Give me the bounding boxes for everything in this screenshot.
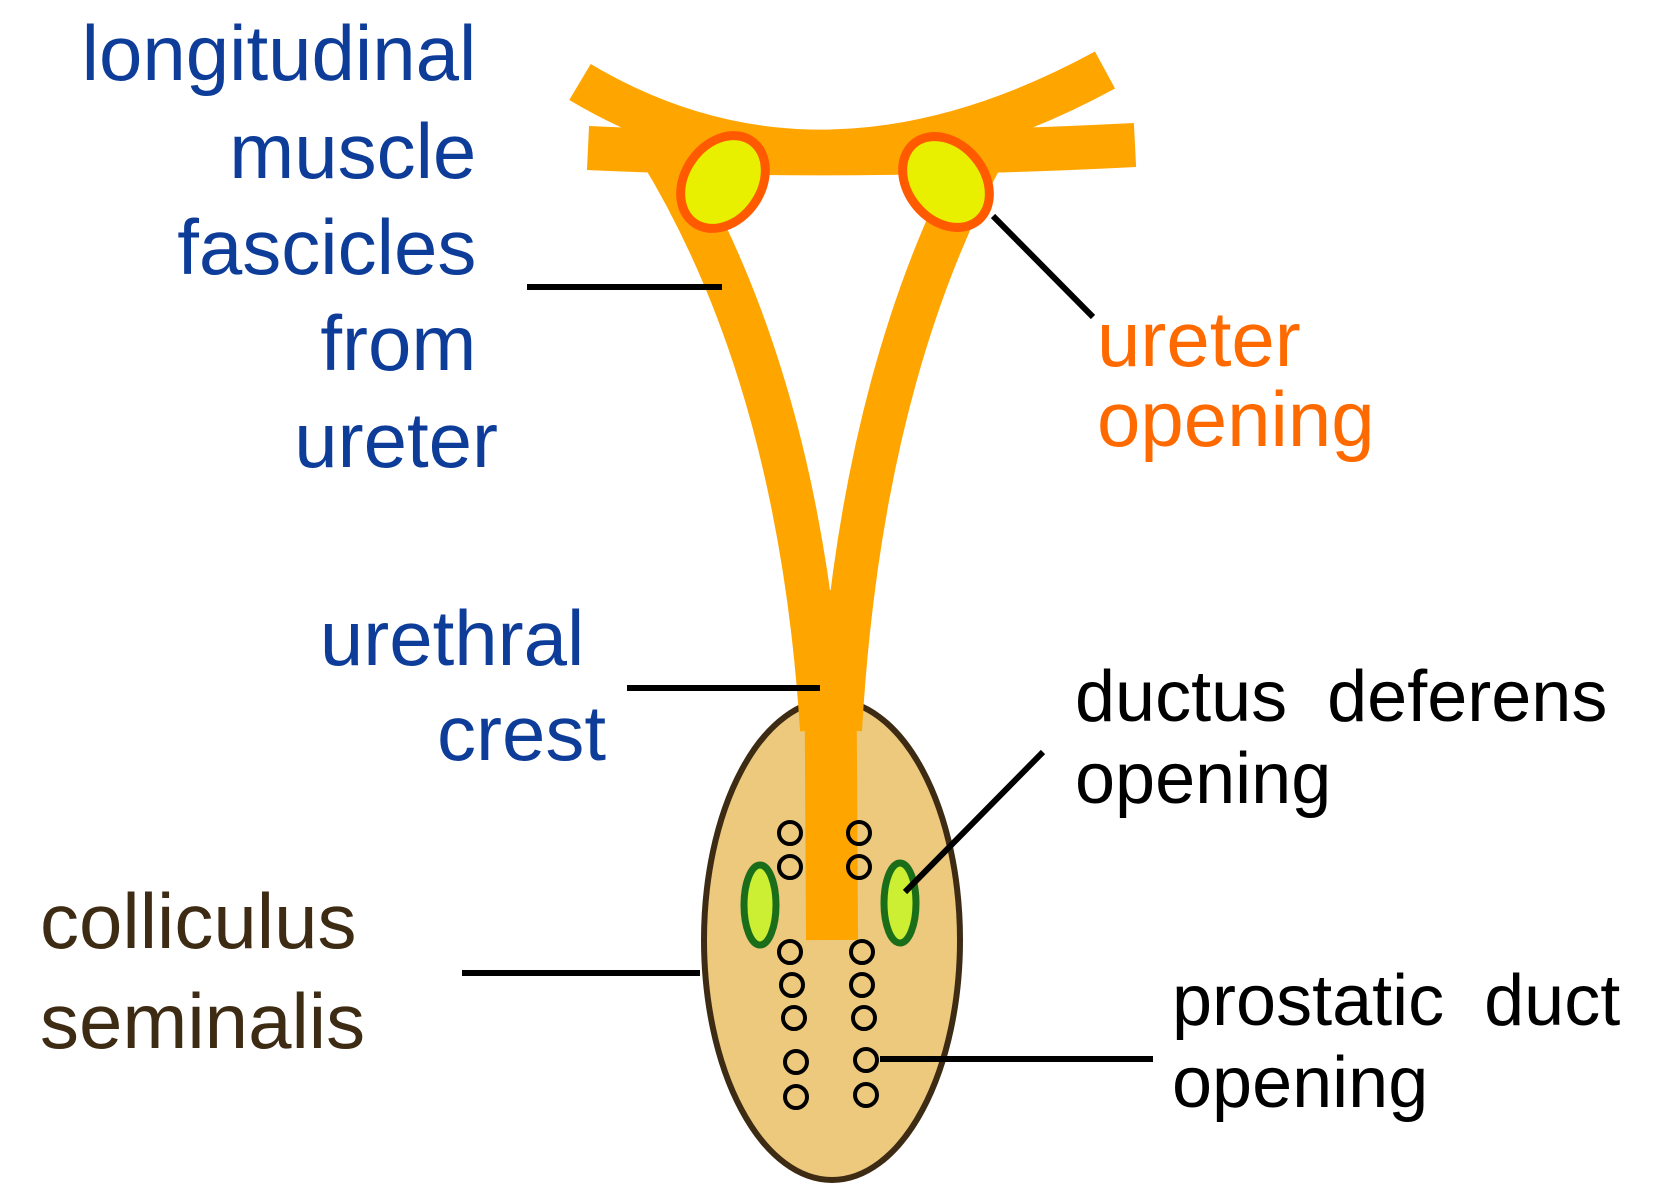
longitudinal-muscle-label: longitudinal muscle fascicles from urete… [82,9,498,484]
urethral-crest-stem [830,590,832,940]
left-ductus-deferens-opening [744,865,776,945]
colliculus-seminalis-label: colliculus seminalis [40,877,378,1065]
right-ductus-deferens-opening [884,863,916,943]
left-longitudinal-fascicle [660,150,822,730]
ureter-opening-leader-line [993,216,1093,317]
ureter-opening-label: ureter opening [1097,295,1375,463]
urethral-crest-label: urethral crest [320,594,606,777]
right-longitudinal-fascicle [840,150,985,730]
